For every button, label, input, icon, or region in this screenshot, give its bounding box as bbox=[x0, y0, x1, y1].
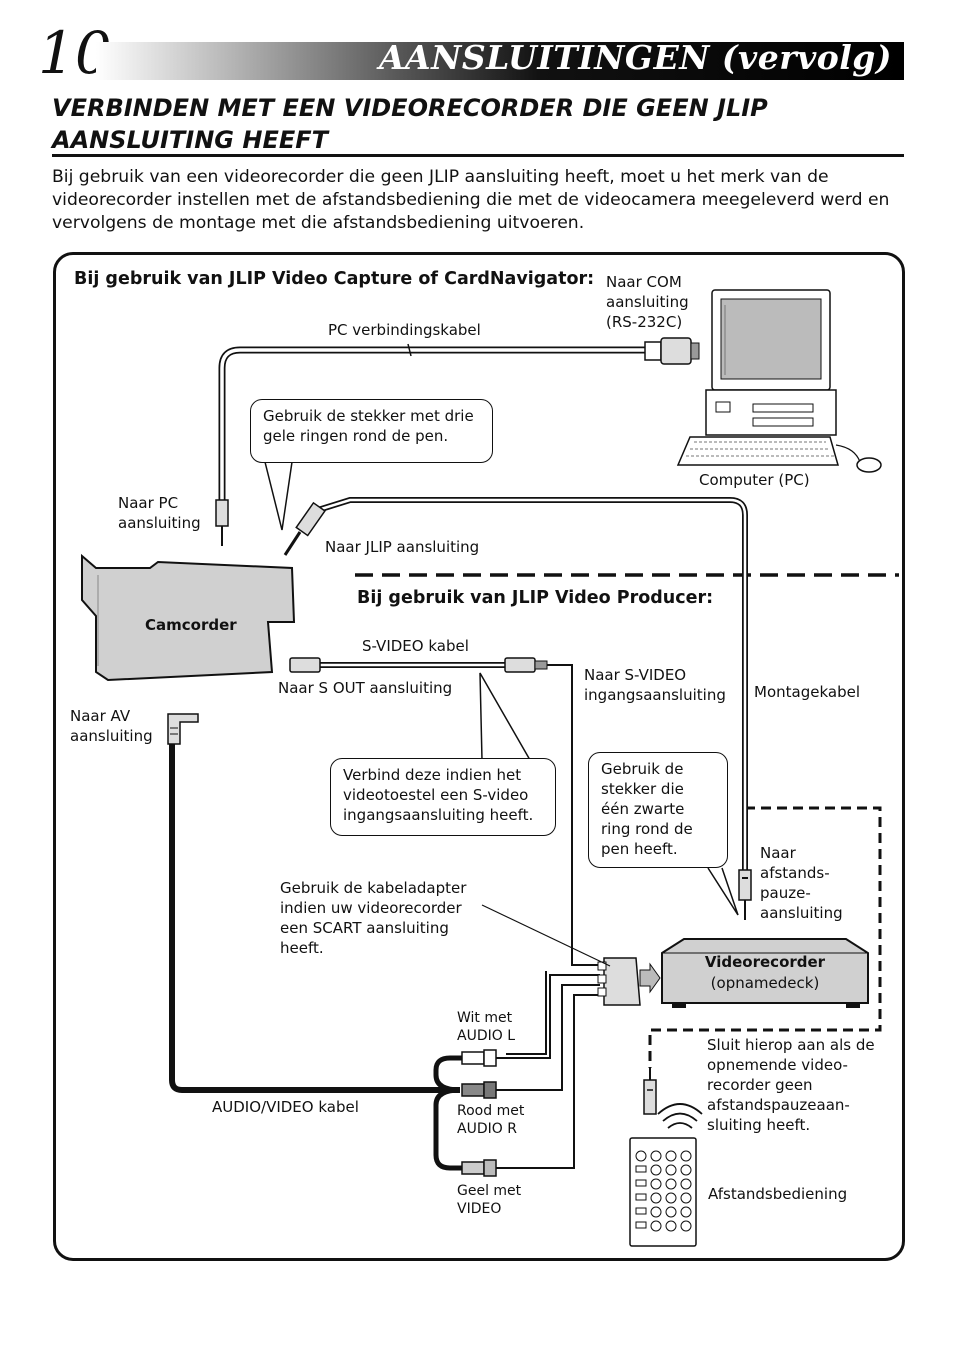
svideo-cable bbox=[289, 657, 600, 966]
section-title: VERBINDEN MET EEN VIDEORECORDER DIE GEEN… bbox=[52, 94, 768, 154]
pc-cable-label: PC verbindingskabel bbox=[328, 321, 481, 339]
rca-red-plug bbox=[461, 1081, 506, 1099]
header-title: AANSLUITINGEN (vervolg) bbox=[378, 38, 892, 77]
heading-capture: Bij gebruik van JLIP Video Capture of Ca… bbox=[74, 269, 595, 289]
av-cable bbox=[167, 713, 462, 1171]
scart-adapter bbox=[597, 957, 661, 1006]
to-av-label: Naar AV aansluiting bbox=[70, 707, 153, 745]
ir-signal-icon bbox=[657, 1103, 703, 1129]
callout-yellow-plug: Gebruik de stekker met drie gele ringen … bbox=[250, 399, 493, 463]
computer-icon bbox=[676, 289, 882, 473]
jlip-plug bbox=[283, 501, 326, 556]
heading-producer: Bij gebruik van JLIP Video Producer: bbox=[357, 588, 714, 608]
header-bar bbox=[96, 42, 904, 80]
pc-cable bbox=[218, 343, 648, 505]
callout-pointer-svideo bbox=[479, 672, 531, 761]
scart-pointer bbox=[481, 904, 611, 967]
to-pc-label: Naar PC aansluiting bbox=[118, 494, 201, 532]
connect-note: Sluit hierop aan als de opnemende video-… bbox=[707, 1036, 875, 1134]
rca-to-scart-lines bbox=[506, 971, 600, 1169]
scart-note: Gebruik de kabeladapter indien uw videor… bbox=[280, 879, 467, 957]
svideo-cable-label: S-VIDEO kabel bbox=[362, 637, 469, 655]
db9-connector bbox=[644, 337, 700, 365]
edit-cable-label: Montagekabel bbox=[754, 683, 860, 701]
vcr-label: Videorecorder bbox=[704, 953, 826, 971]
remote-control-icon bbox=[629, 1137, 697, 1247]
remote-label: Afstandsbediening bbox=[708, 1185, 848, 1203]
callout-svideo: Verbind deze indien het videotoestel een… bbox=[330, 758, 556, 836]
intro-paragraph: Bij gebruik van een videorecorder die ge… bbox=[52, 167, 890, 233]
av-cable-label: AUDIO/VIDEO kabel bbox=[212, 1098, 359, 1116]
to-pause-label: Naar afstands- pauze- aansluiting bbox=[760, 844, 843, 922]
vcr-sublabel: (opnamedeck) bbox=[710, 974, 820, 992]
pc-jack bbox=[215, 499, 229, 546]
diagram-frame bbox=[53, 252, 905, 1261]
remote-alt-path bbox=[648, 806, 882, 1068]
to-s-out-label: Naar S OUT aansluiting bbox=[278, 679, 453, 697]
montage-cable bbox=[317, 497, 748, 870]
callout-black-plug: Gebruik de stekker die één zwarte ring r… bbox=[588, 752, 728, 868]
to-svideo-in-label: Naar S-VIDEO ingangsaansluiting bbox=[584, 666, 726, 704]
camcorder-label: Camcorder bbox=[145, 616, 237, 634]
pause-plug bbox=[738, 869, 752, 920]
camcorder-icon bbox=[81, 553, 296, 682]
red-audio-label: Rood met AUDIO R bbox=[457, 1103, 525, 1137]
computer-label: Computer (PC) bbox=[699, 471, 810, 489]
yellow-video-label: Geel met VIDEO bbox=[457, 1183, 522, 1217]
callout-pointer-black bbox=[707, 867, 739, 916]
white-audio-label: Wit met AUDIO L bbox=[457, 1010, 516, 1044]
remote-plug bbox=[643, 1068, 657, 1115]
title-divider bbox=[52, 154, 904, 157]
rca-yellow-plug bbox=[461, 1159, 506, 1177]
to-jlip-label: Naar JLIP aansluiting bbox=[325, 538, 480, 556]
com-port-label: Naar COM aansluiting (RS-232C) bbox=[606, 273, 689, 331]
vcr-icon bbox=[661, 938, 869, 1008]
callout-pointer bbox=[264, 461, 293, 531]
rca-white-plug bbox=[461, 1049, 506, 1067]
